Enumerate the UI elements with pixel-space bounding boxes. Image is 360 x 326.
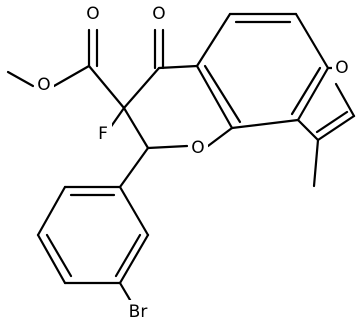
bond-opyran-c8a (206, 126, 234, 148)
bond-c4prime-c5prime-inner (45, 233, 73, 278)
bond-c6-c6a (294, 12, 330, 70)
bond-ofuran-c2furan (334, 82, 356, 118)
atom-fluorine: F (94, 121, 112, 145)
bond-c6a-c9a (296, 66, 330, 122)
atom-bromine: Br (124, 300, 152, 324)
bond-c4prime-c5prime (36, 233, 67, 285)
bond-ester-c3 (87, 64, 126, 110)
bond-c9a-c8a (230, 118, 300, 130)
bond-c2-c1prime (118, 146, 150, 189)
atom-o-ester: O (34, 73, 54, 97)
bond-c4a-c5 (195, 12, 232, 68)
bond-c3furan-methyl (312, 138, 320, 188)
atom-label-layer: O O O F O O Br (34, 2, 352, 324)
atom-label-fluorine: F (98, 124, 108, 144)
bond-c3furan-c9a (296, 118, 320, 142)
atom-o-pyran: O (188, 136, 208, 160)
bond-c2prime-c3prime (118, 233, 150, 285)
bond-c5prime-c6prime (36, 185, 67, 237)
atom-label-bromine: Br (129, 302, 148, 322)
bond-oester-carbon (52, 64, 91, 88)
bond-c2-opyran (146, 144, 189, 150)
bond-layer (6, 12, 356, 312)
bond-c2prime-c3prime-inner (114, 233, 142, 278)
bond-c4-c4a (157, 64, 199, 70)
atom-label-o-pyran: O (191, 138, 204, 158)
atom-label-o-carbonyl-ester: O (86, 4, 99, 24)
bond-c8a-c4a-inner (203, 64, 242, 124)
atom-label-o-ester: O (37, 75, 50, 95)
atom-label-o-ketone: O (152, 4, 165, 24)
bond-c3-c4 (122, 66, 161, 110)
bond-c2furan-c3furan (316, 114, 356, 142)
atom-o-furan: O (332, 56, 352, 80)
atom-o-carbonyl-ester: O (83, 2, 103, 26)
atom-o-ketone: O (149, 2, 169, 26)
bond-c1prime-c2prime (118, 185, 150, 237)
bond-c8a-c4a (195, 64, 234, 130)
atom-label-o-furan: O (335, 58, 348, 78)
bond-methyl-oester (6, 70, 35, 88)
bond-c3-c2 (122, 106, 150, 150)
bond-c2furan-c3furan-inner (315, 110, 349, 134)
bond-c3-fluorine (108, 106, 126, 130)
bond-c6a-c9a-inner (290, 66, 322, 116)
